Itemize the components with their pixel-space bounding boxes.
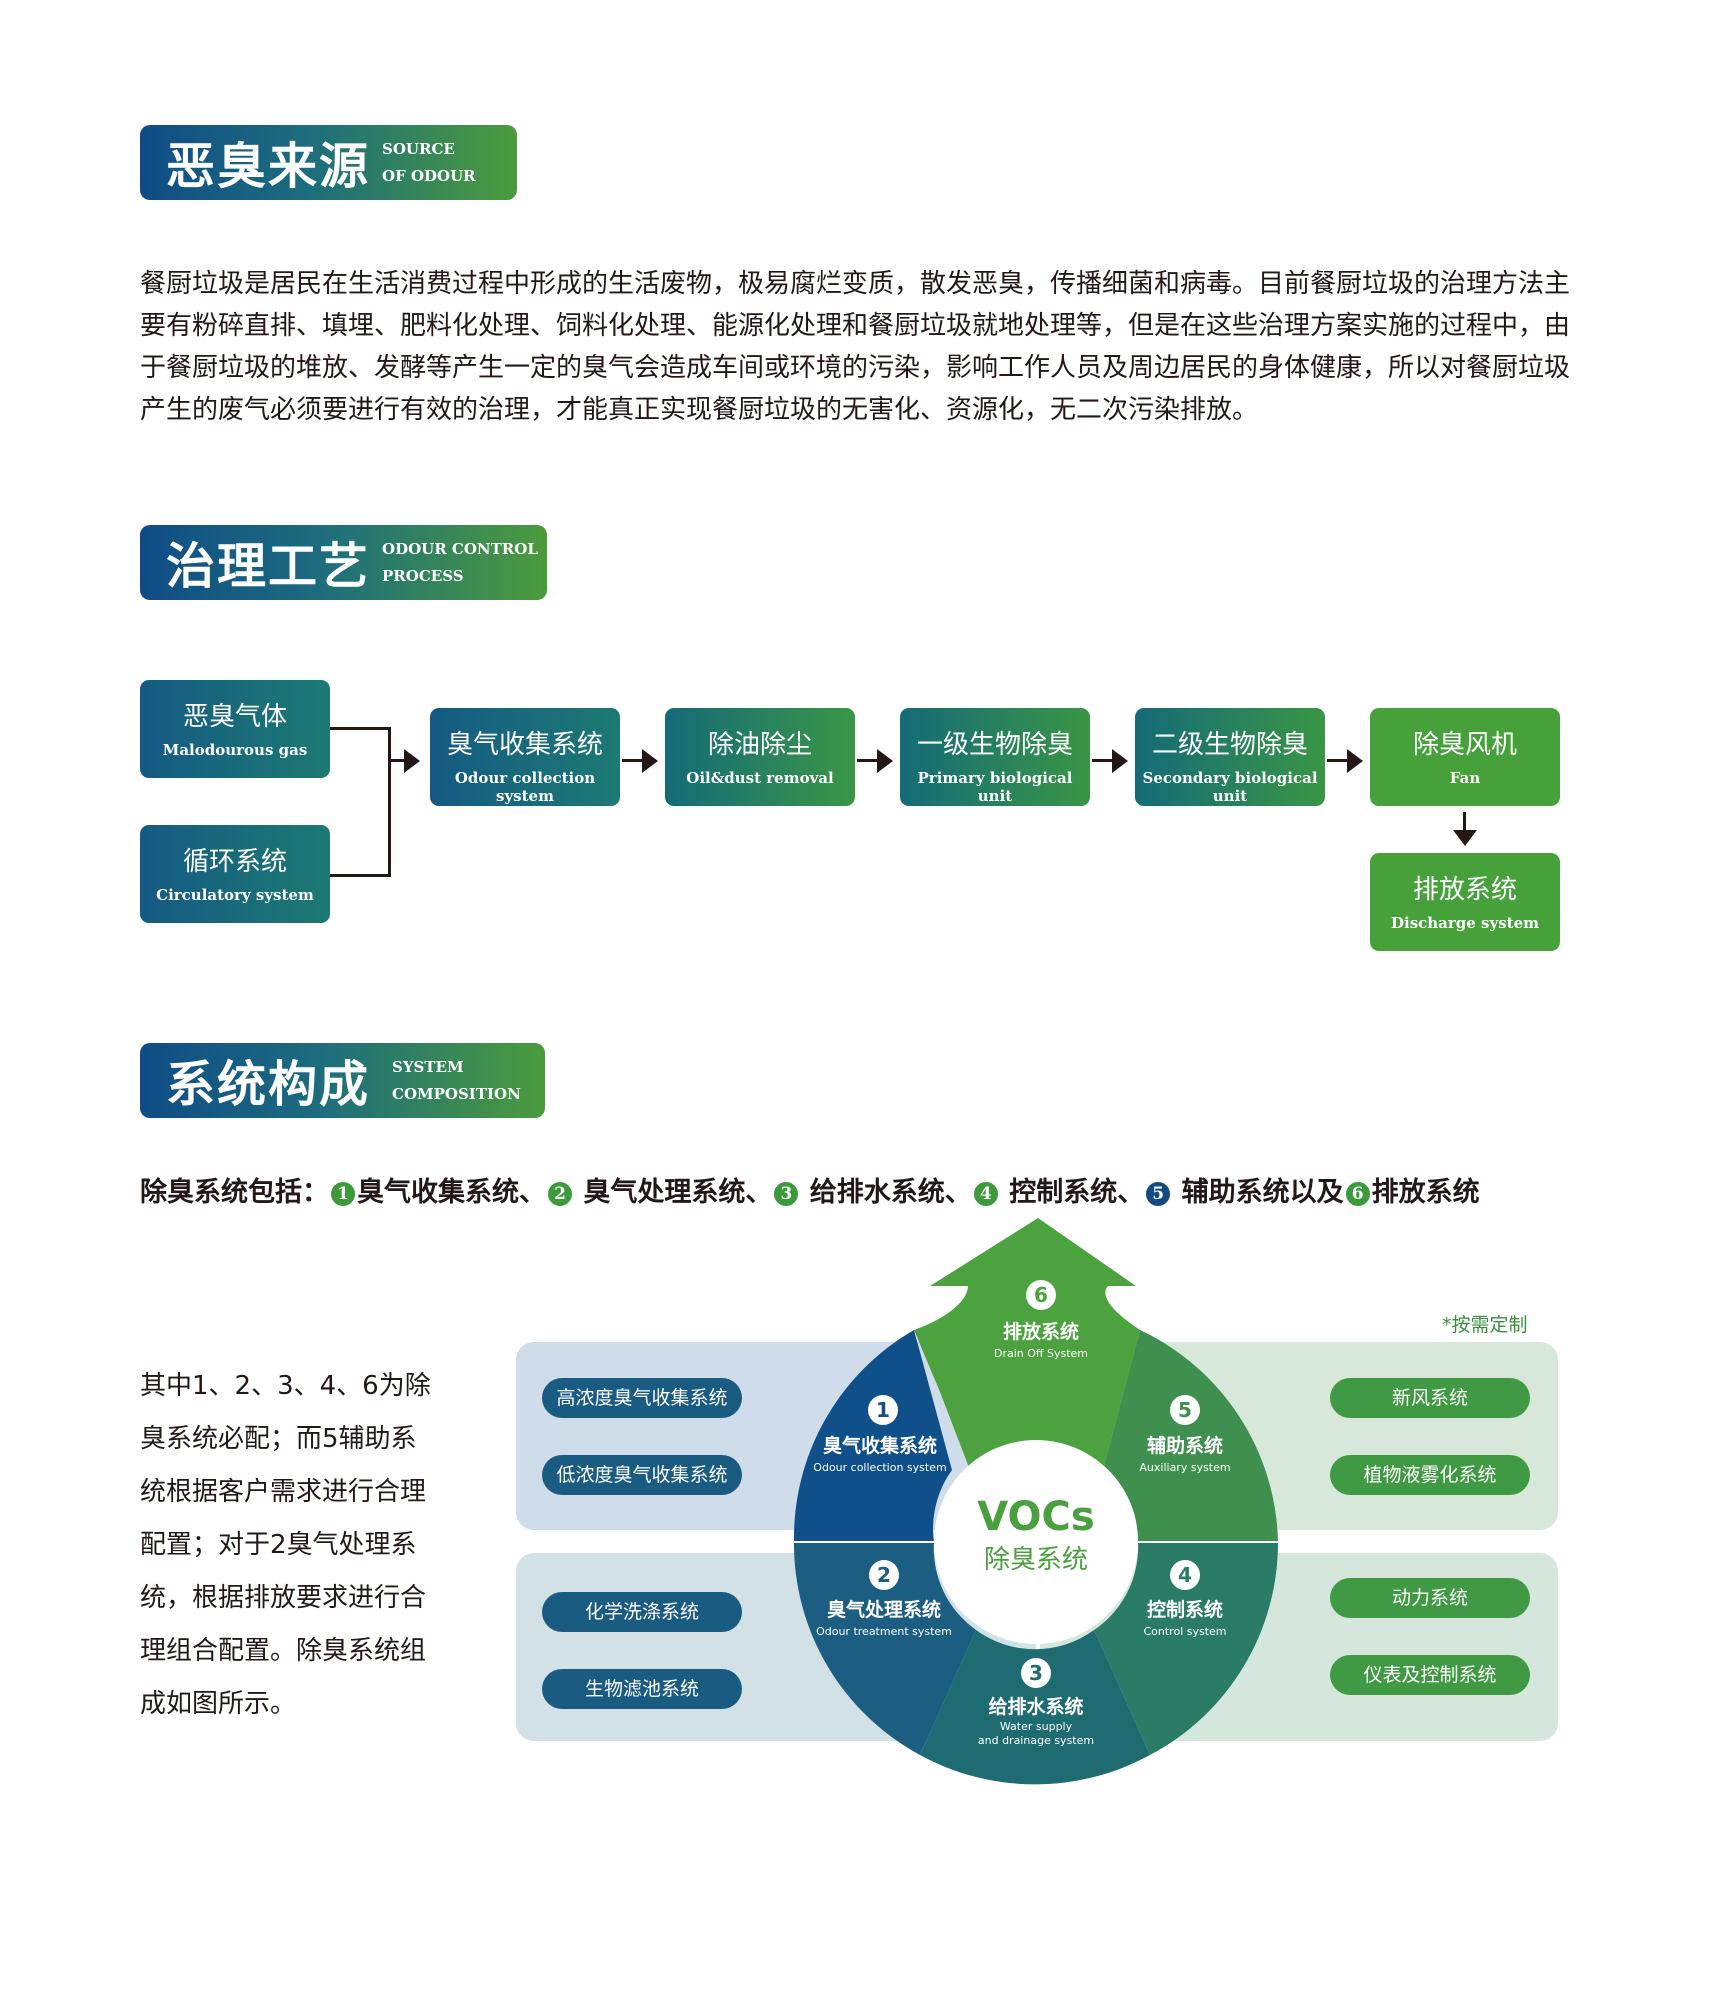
- segment-control: [1094, 1542, 1279, 1755]
- center-circle: [934, 1440, 1138, 1644]
- number-badge: 3: [774, 1182, 799, 1206]
- pill-high-concentration: 高浓度臭气收集系统: [542, 1378, 742, 1418]
- segment-label-cn: 给排水系统: [988, 1695, 1083, 1718]
- connector-line: [390, 759, 404, 762]
- pill-chemical-washing: 化学洗涤系统: [542, 1592, 742, 1632]
- segment-label-en: Odour treatment system: [816, 1625, 952, 1638]
- flow-step-primary-biological: 一级生物除臭 Primary biological unit: [900, 708, 1090, 806]
- segment-label-en: Water supply: [1000, 1720, 1073, 1733]
- segment-label-cn: 控制系统: [1147, 1598, 1223, 1621]
- flow-step-secondary-biological: 二级生物除臭 Secondary biological unit: [1135, 708, 1325, 806]
- number-badge: 5: [1146, 1182, 1171, 1206]
- segment-number: 6: [1034, 1283, 1048, 1307]
- number-badge: [1021, 1658, 1051, 1688]
- flow-step-discharge: 排放系统 Discharge system: [1370, 853, 1560, 951]
- center-title-cn: 除臭系统: [984, 1545, 1088, 1575]
- section-title-en: ODOUR CONTROL PROCESS: [382, 539, 538, 585]
- arrow-right-icon: [404, 749, 420, 773]
- segment-auxiliary: [1104, 1330, 1278, 1542]
- connector-line: [1463, 812, 1466, 832]
- segment-label-en: Control system: [1143, 1625, 1226, 1638]
- section-title-cn: 系统构成: [166, 1056, 371, 1113]
- pill-plant-liquid-spray: 植物液雾化系统: [1330, 1455, 1530, 1495]
- segment-odour-collection: [793, 1330, 952, 1542]
- number-badge: [869, 1560, 899, 1590]
- arrow-right-icon: [642, 749, 658, 773]
- section-title-cn: 恶臭来源: [166, 138, 371, 195]
- pill-fresh-air: 新风系统: [1330, 1378, 1530, 1418]
- segment-label-cn: 臭气处理系统: [827, 1598, 941, 1621]
- connector-line: [857, 759, 877, 762]
- flow-step-odour-collection: 臭气收集系统 Odour collection system: [430, 708, 620, 806]
- connector-line: [388, 727, 391, 877]
- segment-label-en: Odour collection system: [813, 1461, 946, 1474]
- flow-input-circulatory-system: 循环系统 Circulatory system: [140, 825, 330, 923]
- section-banner-source: 恶臭来源 SOURCE OF ODOUR: [140, 125, 517, 200]
- segment-number: 1: [876, 1398, 890, 1422]
- number-badge: 4: [973, 1182, 998, 1206]
- segment-label-en: Auxiliary system: [1139, 1461, 1230, 1474]
- flow-step-fan: 除臭风机 Fan: [1370, 708, 1560, 806]
- segment-water-supply: [920, 1630, 1150, 1785]
- segment-number: 2: [877, 1563, 891, 1587]
- segment-label-en: Drain Off System: [994, 1347, 1088, 1360]
- arrow-right-icon: [1112, 749, 1128, 773]
- segment-odour-treatment: [793, 1542, 976, 1755]
- segment-number: 3: [1029, 1661, 1043, 1685]
- connector-line: [330, 874, 390, 877]
- segment-drain-off-arrow: [914, 1218, 1140, 1470]
- section-banner-system: 系统构成 SYSTEM COMPOSITION: [140, 1043, 545, 1118]
- segment-number: 4: [1178, 1563, 1192, 1587]
- number-badge: 6: [1345, 1182, 1370, 1206]
- arrow-right-icon: [877, 749, 893, 773]
- pill-instrument-control: 仪表及控制系统: [1330, 1655, 1530, 1695]
- number-badge: [1170, 1395, 1200, 1425]
- segment-number: 5: [1178, 1398, 1192, 1422]
- section-title-en: SOURCE OF ODOUR: [382, 139, 476, 185]
- connector-line: [1092, 759, 1112, 762]
- segment-label-cn: 排放系统: [1003, 1320, 1079, 1343]
- custom-note: *按需定制: [1442, 1314, 1528, 1336]
- number-badge: [1170, 1560, 1200, 1590]
- arrow-down-icon: [1453, 830, 1477, 846]
- source-paragraph: 餐厨垃圾是居民在生活消费过程中形成的生活废物，极易腐烂变质，散发恶臭，传播细菌和…: [140, 269, 1571, 425]
- connector-line: [622, 759, 642, 762]
- section-banner-process: 治理工艺 ODOUR CONTROL PROCESS: [140, 525, 547, 600]
- number-badge: 1: [331, 1182, 355, 1206]
- flow-step-oil-dust-removal: 除油除尘 Oil&dust removal: [665, 708, 855, 806]
- center-title-en: VOCs: [977, 1494, 1094, 1540]
- number-badge: 2: [548, 1182, 572, 1206]
- number-badge: [868, 1395, 898, 1425]
- connector-line: [1327, 759, 1347, 762]
- connector-line: [330, 727, 390, 730]
- composition-paragraph: 其中1、2、3、4、6为除臭系统必配；而5辅助系统根据客户需求进行合理配置；对于…: [140, 1371, 431, 1719]
- number-badge: [1026, 1280, 1056, 1310]
- segment-label-en: and drainage system: [978, 1734, 1094, 1747]
- arrow-right-icon: [1347, 749, 1363, 773]
- flow-input-malodourous-gas: 恶臭气体 Malodourous gas: [140, 680, 330, 778]
- pill-power-system: 动力系统: [1330, 1578, 1530, 1618]
- segment-label-cn: 辅助系统: [1147, 1434, 1223, 1457]
- pill-biofilter: 生物滤池系统: [542, 1669, 742, 1709]
- section-title-en: SYSTEM COMPOSITION: [392, 1057, 521, 1103]
- segment-label-cn: 臭气收集系统: [823, 1434, 937, 1457]
- pill-low-concentration: 低浓度臭气收集系统: [542, 1455, 742, 1495]
- section-title-cn: 治理工艺: [166, 538, 371, 595]
